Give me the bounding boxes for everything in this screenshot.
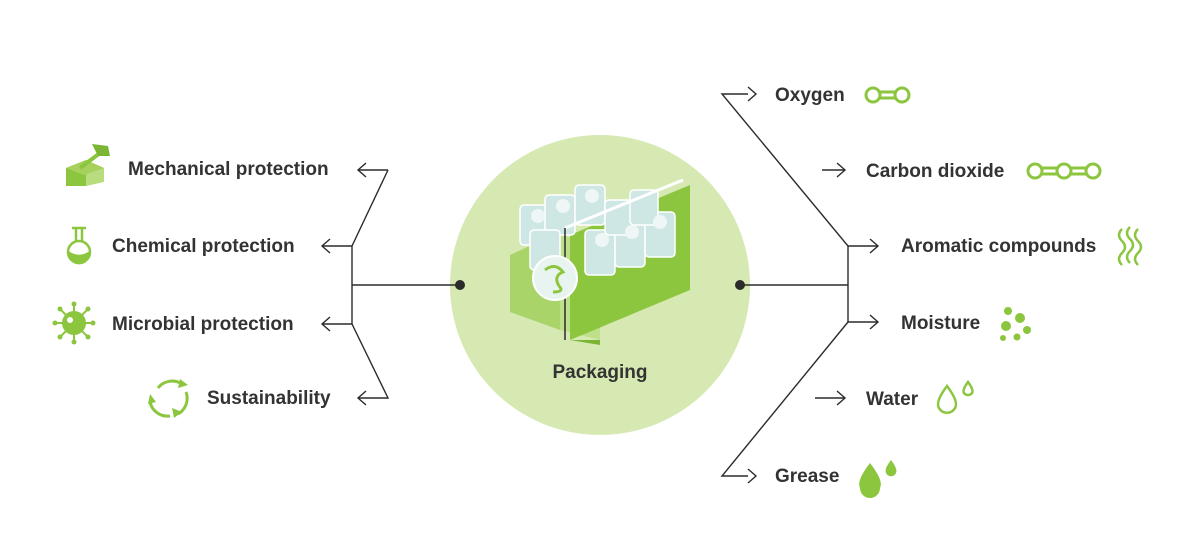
flask-icon [66,226,92,265]
svg-text:Mechanical protection: Mechanical protection [128,159,329,180]
package-illustration [510,178,690,345]
svg-text:Chemical protection: Chemical protection [112,236,295,257]
svg-text:Carbon dioxide: Carbon dioxide [866,161,1004,182]
svg-text:Moisture: Moisture [901,313,980,334]
left-item-mechanical: Mechanical protection [66,144,329,186]
right-item-oxygen: Oxygen [775,85,911,106]
left-item-microbial: Microbial protection [52,301,294,345]
svg-text:Microbial protection: Microbial protection [112,314,294,335]
water-drops-outline-icon [936,379,974,415]
svg-text:Aromatic compounds: Aromatic compounds [901,236,1096,257]
left-item-chemical: Chemical protection [66,226,295,265]
svg-text:Grease: Grease [775,466,839,487]
grease-drops-icon [859,460,897,498]
svg-text:Sustainability: Sustainability [207,388,331,409]
right-item-water: Water [866,379,974,415]
recycle-icon [148,379,189,418]
left-item-sustainability: Sustainability [148,379,331,418]
right-connectors [720,86,880,484]
svg-text:Oxygen: Oxygen [775,85,845,106]
svg-text:Water: Water [866,389,919,410]
right-item-moisture: Moisture [901,307,1031,341]
center-label: Packaging [552,362,647,383]
oxygen-molecule-icon [864,86,911,104]
co2-molecule-icon [1026,162,1102,180]
microbe-icon [52,301,96,345]
aroma-waves-icon [1117,226,1143,266]
brand-logo-icon [532,255,578,301]
right-item-aromatic: Aromatic compounds [901,226,1143,266]
right-item-carbon-dioxide: Carbon dioxide [866,161,1102,182]
left-connectors [320,162,465,406]
right-item-grease: Grease [775,460,897,498]
hammer-cube-icon [66,144,110,186]
bubbles-icon [1000,307,1031,341]
